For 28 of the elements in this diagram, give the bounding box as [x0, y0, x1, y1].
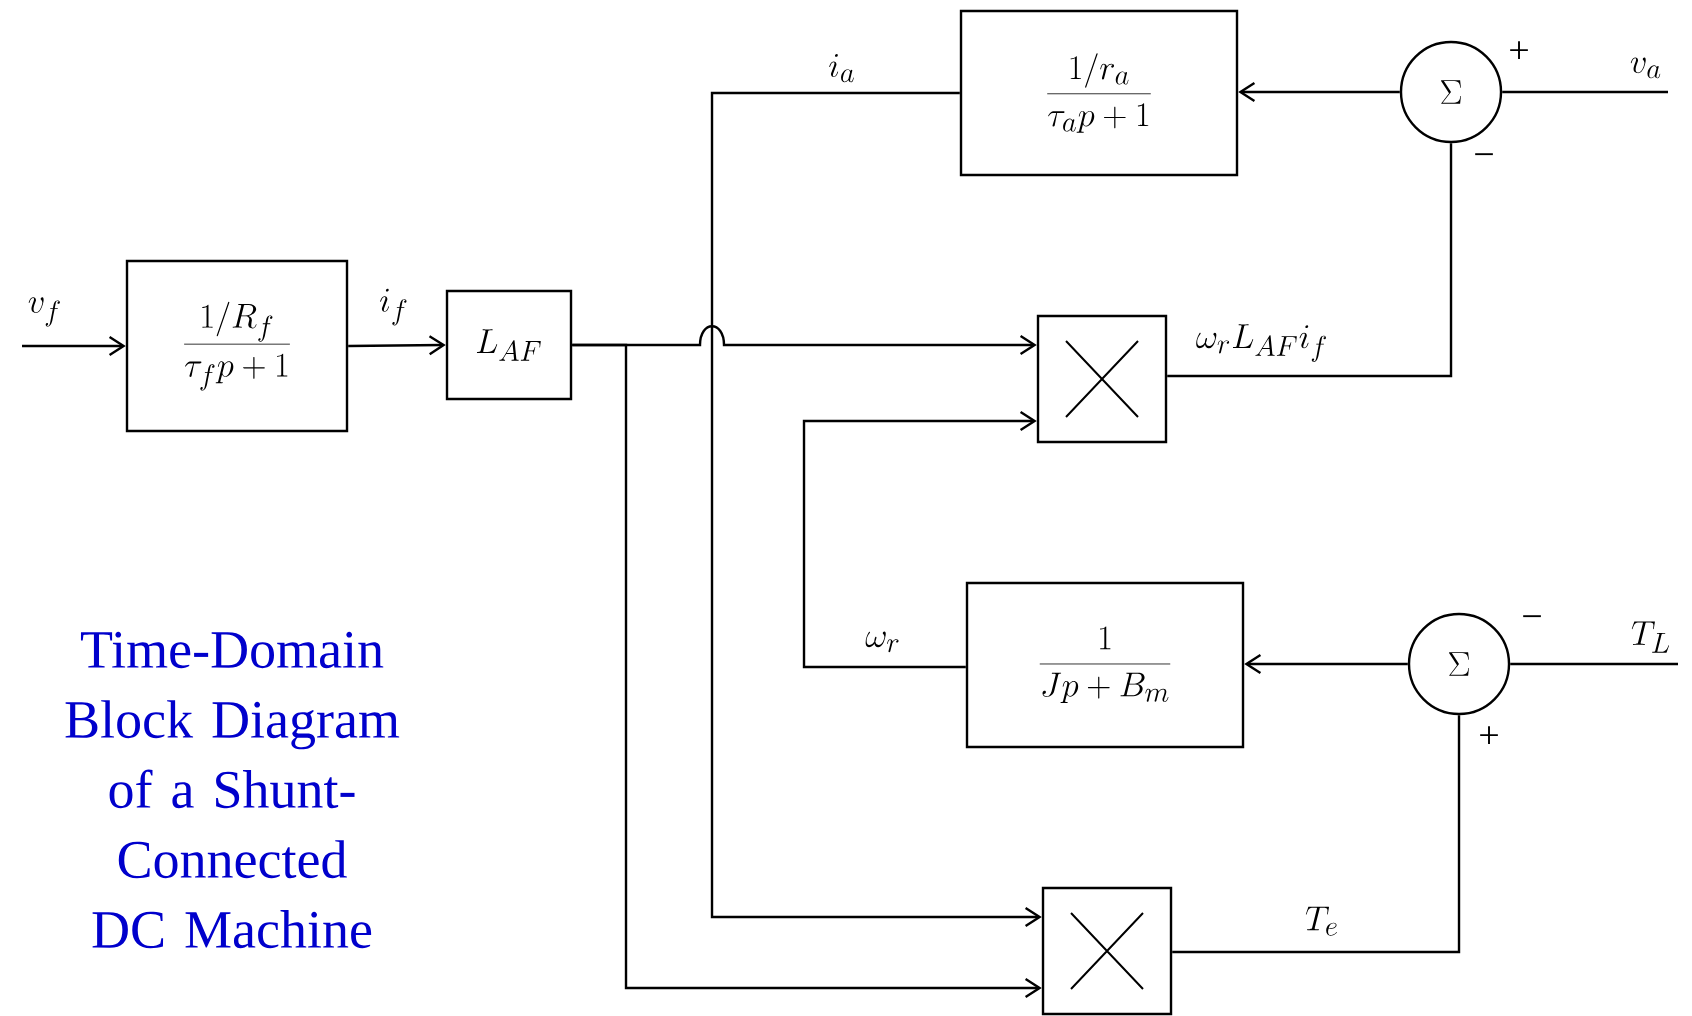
- sign-label: −: [1475, 153, 1493, 156]
- arrow: [1238, 82, 1400, 102]
- arrow: [1244, 654, 1408, 674]
- transfer-function-block: $L_{AF}$: [445, 289, 573, 401]
- sign-label: +: [1480, 726, 1498, 744]
- transfer-function-block: $\frac{1/r_a}{\tau_a p + 1}$: [959, 9, 1239, 177]
- signal-label: $v_f$: [28, 297, 60, 327]
- summing-junction: $\Sigma$: [1407, 612, 1511, 716]
- summing-junction: $\Sigma$: [1399, 40, 1503, 144]
- sign-label: +: [1510, 41, 1528, 59]
- multiplier-block: [1036, 314, 1168, 444]
- signal-label: $T_e$: [1305, 906, 1337, 936]
- arrow: [22, 336, 126, 356]
- signal-label: $v_a$: [1630, 57, 1661, 79]
- signal-label: $\omega_r L_{AF} i_f$: [1196, 324, 1326, 362]
- multiplier-block: [1041, 886, 1173, 1016]
- signal-label: $T_L$: [1631, 621, 1669, 653]
- arrow: [710, 91, 1042, 927]
- arrow: [572, 343, 1042, 998]
- signal-label: $\omega_r$: [865, 631, 899, 653]
- arrow: [348, 335, 446, 356]
- sign-label: −: [1523, 615, 1541, 618]
- title: Time-Domain Block Diagram of a Shunt-Connected DC Machine: [65, 631, 400, 949]
- arrow: [802, 411, 1037, 669]
- transfer-function-block: $\frac{1/R_f}{\tau_f p+1}$: [125, 259, 349, 433]
- signal-label: $i_a$: [829, 54, 854, 83]
- signal-label: $i_f$: [380, 288, 407, 326]
- transfer-function-block: $\frac{1}{Jp+ B_m}$: [965, 581, 1245, 749]
